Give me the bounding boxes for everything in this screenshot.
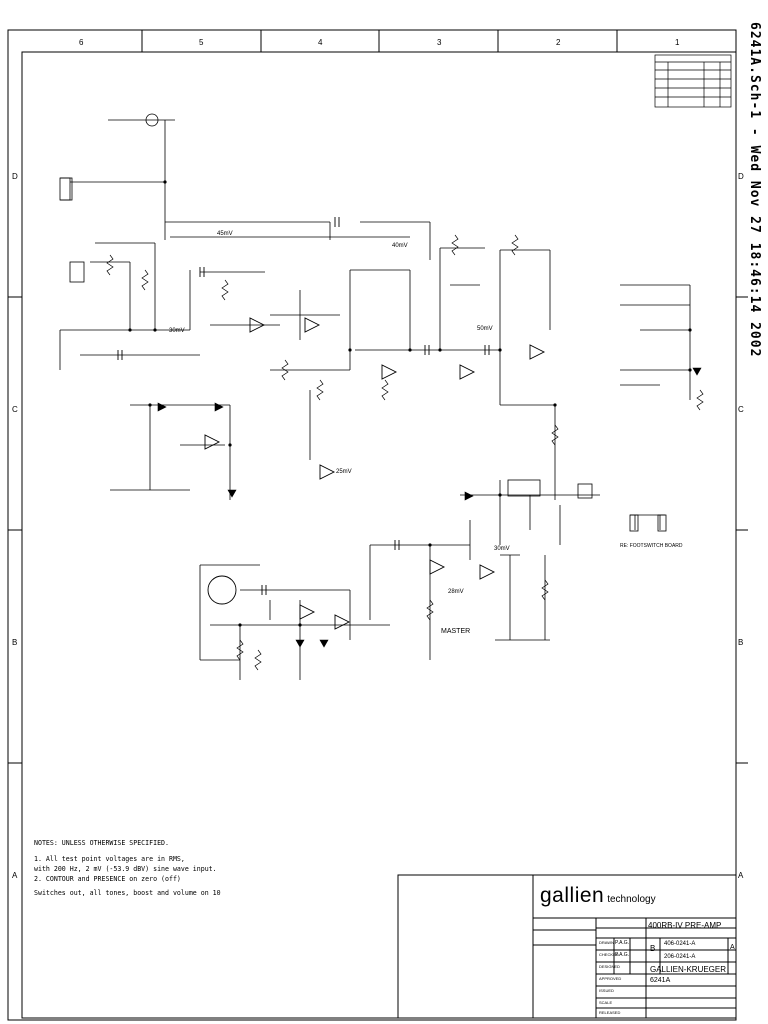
logo-word: gallien — [540, 884, 605, 907]
vacuum-tube-top — [145, 113, 159, 127]
zone-row-b-right: B — [738, 638, 744, 647]
doc-number-2: 206-0241-A — [664, 954, 696, 960]
resistors — [106, 234, 704, 671]
level-label-6: 30mV — [494, 546, 510, 552]
relay-switch — [507, 479, 541, 497]
zone-col-6: 6 — [79, 38, 84, 47]
preamp-circuit-upper — [59, 119, 691, 500]
tb-row-drawn: DRAWN — [599, 940, 614, 945]
doc-number-1: 406-0241-A — [664, 941, 696, 947]
preamp-circuit-lower — [199, 480, 665, 680]
capacitors — [117, 217, 490, 595]
zone-col-3: 3 — [437, 38, 442, 47]
tb-row-checked: CHECKED — [599, 952, 619, 957]
zone-row-d-right: D — [738, 172, 744, 181]
rev-code: A — [730, 944, 735, 951]
initials-checked: P.A.G. — [615, 952, 630, 958]
notes-line-3: 2. CONTOUR and PRESENCE on zero (off) — [34, 875, 181, 883]
zone-row-c-right: C — [738, 405, 744, 414]
part-number: 6241A — [650, 977, 671, 984]
tb-row-issued: ISSUED — [599, 988, 614, 993]
zone-row-a: A — [12, 871, 18, 880]
level-label-3: 30mV — [169, 328, 185, 334]
input-tube — [207, 575, 237, 605]
fx-jack — [69, 261, 85, 283]
master-label: MASTER — [441, 628, 471, 635]
tb-row-scale: SCALE — [599, 1000, 613, 1005]
zone-ticks — [8, 30, 748, 764]
zone-row-b: B — [12, 638, 18, 647]
dots — [128, 180, 692, 627]
tb-row-approved: APPROVED — [599, 976, 622, 981]
size-code: B — [650, 944, 656, 953]
file-timestamp-stamp: 6241A.Sch-1 - Wed Nov 27 18:46:14 2002 — [747, 22, 762, 358]
notes-heading: NOTES: UNLESS OTHERWISE SPECIFIED. — [34, 839, 169, 847]
level-label-5: 25mV — [336, 469, 352, 475]
level-label-1: 45mV — [217, 231, 233, 237]
output-jack — [577, 483, 593, 499]
footswitch-jack — [629, 514, 639, 532]
zone-col-1: 1 — [675, 38, 680, 47]
revision-table — [654, 54, 732, 108]
zone-row-a-right: A — [738, 871, 744, 880]
zone-col-2: 2 — [556, 38, 561, 47]
input-jack — [59, 177, 73, 201]
schematic-notes: NOTES: UNLESS OTHERWISE SPECIFIED. 1. Al… — [34, 838, 221, 898]
level-label-4: 50mV — [477, 326, 493, 332]
zone-col-4: 4 — [318, 38, 323, 47]
diodes — [157, 367, 702, 648]
footswitch-jack-2 — [657, 514, 667, 532]
logo-sub: technology — [607, 894, 656, 905]
notes-line-2: with 200 Hz, 2 mV (-53.9 dBV) sine wave … — [34, 865, 217, 873]
notes-line-4: Switches out, all tones, boost and volum… — [34, 889, 221, 897]
zone-row-d: D — [12, 172, 18, 181]
initials-drawn: P.A.G. — [615, 940, 630, 946]
tb-row-released: RELEASED — [599, 1010, 621, 1015]
drawing-title: 400RB-IV PRE-AMP — [648, 921, 722, 930]
footswitch-note: RE: FOOTSWITCH BOARD — [620, 543, 683, 549]
notes-line-1: 1. All test point voltages are in RMS, — [34, 855, 185, 863]
zone-row-c: C — [12, 405, 18, 414]
title-block — [397, 874, 737, 1019]
tb-row-designed: DESIGNED — [599, 964, 620, 969]
op-amps — [204, 317, 546, 630]
zone-col-5: 5 — [199, 38, 204, 47]
level-label-2: 40mV — [392, 243, 408, 249]
company-name: GALLIEN-KRUEGER — [650, 965, 727, 974]
level-label-7: 28mV — [448, 589, 464, 595]
